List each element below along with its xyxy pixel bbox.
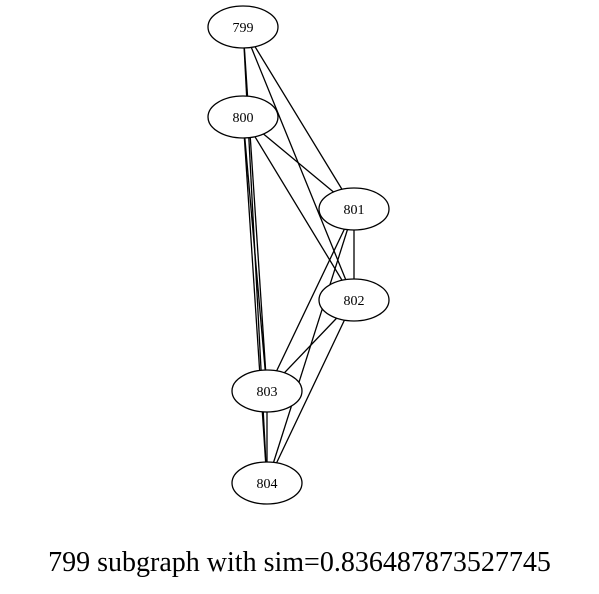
node-800: 800 (207, 95, 279, 139)
node-label: 802 (344, 294, 365, 309)
node-layer: 799 800 801 802 803 804 (207, 5, 390, 505)
node-label: 800 (233, 111, 254, 126)
node-799: 799 (207, 5, 279, 49)
node-802: 802 (318, 278, 390, 322)
node-label: 801 (344, 203, 365, 218)
edge-layer (242, 26, 355, 484)
node-804: 804 (231, 461, 303, 505)
edge-801-803 (266, 208, 355, 392)
graph-caption: 799 subgraph with sim=0.836487873527745 (48, 547, 551, 578)
edge-800-804 (242, 116, 268, 484)
edge-800-802 (242, 116, 355, 301)
node-ellipse (207, 5, 279, 49)
node-label: 799 (233, 21, 254, 36)
edge-799-801 (242, 26, 355, 210)
node-label: 804 (257, 477, 278, 492)
node-ellipse (207, 95, 279, 139)
edge-799-803 (242, 26, 268, 392)
edge-802-804 (266, 299, 355, 484)
node-label: 803 (257, 385, 278, 400)
node-803: 803 (231, 369, 303, 413)
node-801: 801 (318, 187, 390, 231)
node-ellipse (318, 187, 390, 231)
edge-800-803 (242, 116, 268, 392)
node-ellipse (231, 461, 303, 505)
node-ellipse (231, 369, 303, 413)
node-ellipse (318, 278, 390, 322)
